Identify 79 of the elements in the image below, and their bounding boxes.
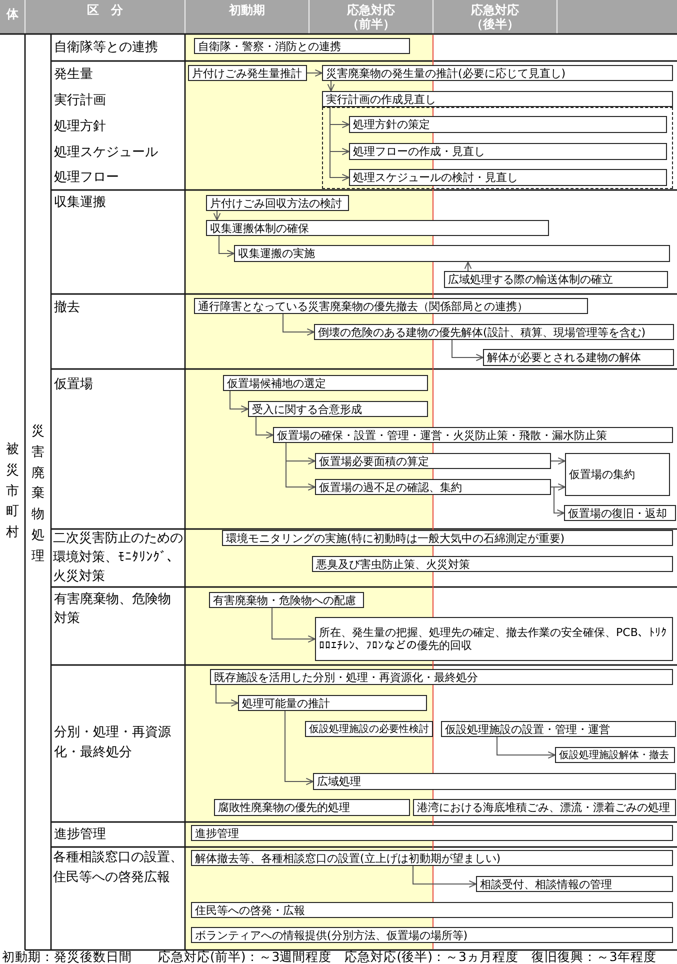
task-box: 進捗管理 bbox=[191, 825, 673, 841]
row-header: 被災市町村 bbox=[6, 441, 19, 542]
category-label: 処理方針 bbox=[54, 118, 106, 136]
arrow bbox=[213, 210, 221, 220]
column-header: 区 分 bbox=[87, 3, 123, 17]
task-box: 仮置場の集約 bbox=[565, 453, 670, 496]
task-box: 仮置場の確保・設置・管理・運営・火災防止策・飛散・漏水防止策 bbox=[273, 427, 673, 443]
task-box: 片付けごみ回収方法の検討 bbox=[206, 195, 349, 211]
task-box: 広域処理する際の輸送体制の確立 bbox=[444, 271, 668, 288]
category-label: 二次災害防止のための環境対策、ﾓﾆﾀﾘﾝｸﾞ、火災対策 bbox=[53, 530, 184, 586]
column-header: 応急対応（後半） bbox=[470, 3, 520, 31]
task-box: 解体撤去等、各種相談窓口の設置(立上げは初動期が望ましい) bbox=[191, 850, 673, 866]
category-label: 各種相談窓口の設置、住民等への啓発広報 bbox=[53, 849, 184, 886]
arrow bbox=[272, 608, 316, 643]
task-box: ボランティアへの情報提供(分別方法、仮置場の場所等) bbox=[191, 927, 673, 943]
arrow bbox=[282, 314, 314, 336]
arrow bbox=[230, 390, 248, 413]
column-header: 初動期 bbox=[229, 3, 265, 17]
footnote: 初動期：発災後数日間 応急対応(前半)：～3週間程度 応急対応(後半)：～3ヵ月程度 復旧復興：～3年程度 bbox=[2, 950, 656, 964]
category-label: 進捗管理 bbox=[54, 826, 106, 844]
task-box: 仮置場の過不足の確認、集約 bbox=[315, 479, 551, 495]
arrow bbox=[284, 710, 314, 786]
task-box: 仮設処理施設解体・撤去 bbox=[555, 747, 675, 763]
arrow bbox=[256, 416, 274, 439]
arrow bbox=[286, 442, 316, 491]
category-label: 処理スケジュール bbox=[54, 144, 158, 162]
column-header: 応急対応（前半） bbox=[346, 3, 396, 31]
task-box: 片付けごみ発生量推計 bbox=[188, 65, 307, 81]
task-box: 悪臭及び害虫防止策、火災対策 bbox=[312, 556, 673, 572]
arrow bbox=[330, 106, 350, 182]
task-box: 処理可能量の推計 bbox=[238, 695, 427, 711]
task-box: 仮置場候補地の選定 bbox=[223, 375, 428, 391]
task-box: 自衛隊・警察・消防との連携 bbox=[194, 38, 410, 54]
task-box: 環境モニタリングの実施(特に初動時は一般大気中の石綿測定が重要) bbox=[222, 530, 673, 546]
task-box: 災害廃棄物の発生量の推計(必要に応じて見直し) bbox=[322, 65, 673, 81]
task-box: 既存施設を活用した分別・処理・再資源化・最終処分 bbox=[210, 669, 673, 685]
task-box: 腐敗性廃棄物の優先的処理 bbox=[214, 799, 410, 816]
arrow bbox=[412, 866, 476, 888]
task-box: 仮設処理施設の設置・管理・運営 bbox=[441, 721, 676, 737]
dashed-group-frame bbox=[322, 107, 673, 189]
category-label: 有害廃棄物、危険物対策 bbox=[54, 591, 172, 628]
task-box: 住民等への啓発・広報 bbox=[191, 902, 673, 918]
task-box: 相談受付、相談情報の管理 bbox=[476, 876, 673, 892]
category-label: 発生量 bbox=[54, 66, 93, 84]
task-box: 仮置場必要面積の算定 bbox=[315, 453, 551, 469]
arrow bbox=[452, 340, 484, 362]
arrow bbox=[306, 69, 322, 77]
arrow bbox=[496, 736, 556, 759]
task-box: 処理フローの作成・見直し bbox=[349, 143, 667, 160]
arrow bbox=[550, 486, 564, 517]
task-box: 通行障害となっている災害廃棄物の優先撤去（関係部局との連携） bbox=[194, 298, 588, 314]
task-box: 受入に関する合意形成 bbox=[248, 401, 428, 417]
category-label: 仮置場 bbox=[54, 376, 93, 394]
task-box: 処理スケジュールの検討・見直し bbox=[349, 169, 667, 186]
category-label: 自衛隊等との連携 bbox=[54, 39, 158, 57]
arrow bbox=[550, 457, 566, 465]
task-box: 広域処理 bbox=[313, 773, 676, 790]
task-box: 実行計画の作成見直し bbox=[322, 91, 673, 107]
task-box: 収集運搬体制の確保 bbox=[206, 220, 549, 236]
task-box: 収集運搬の実施 bbox=[234, 245, 670, 262]
task-box: 倒壊の危険のある建物の優先解体(設計、積算、現場管理等を含む) bbox=[314, 324, 674, 340]
task-box: 解体が必要とされる建物の解体 bbox=[483, 349, 674, 366]
category-label: 撤去 bbox=[54, 299, 80, 317]
arrow bbox=[464, 262, 472, 272]
task-box: 有害廃棄物・危険物への配慮 bbox=[209, 592, 364, 608]
category-label: 収集運搬 bbox=[54, 194, 106, 212]
task-box: 仮置場の復旧・返却 bbox=[564, 505, 676, 521]
category-label: 処理フロー bbox=[54, 169, 119, 187]
task-box: 仮設処理施設の必要性検討 bbox=[305, 721, 433, 737]
task-box: 処理方針の策定 bbox=[349, 116, 667, 133]
arrow bbox=[218, 236, 234, 258]
row-header: 災害廃棄物処理 bbox=[32, 423, 44, 566]
task-box: 港湾における海底堆積ごみ、漂流・漂着ごみの処理 bbox=[413, 799, 676, 816]
arrow bbox=[327, 80, 335, 92]
task-box: 所在、発生量の把握、処理先の確定、撤去作業の安全確保、PCB、ﾄﾘｸﾛﾛｴﾁﾚﾝ、ﾌﾛﾝなどの優先的回収 bbox=[315, 617, 673, 661]
column-header: 体 bbox=[6, 7, 18, 21]
category-label: 実行計画 bbox=[54, 92, 106, 110]
category-label: 分別・処理・再資源化・最終処分 bbox=[54, 724, 172, 762]
arrow bbox=[216, 684, 238, 707]
